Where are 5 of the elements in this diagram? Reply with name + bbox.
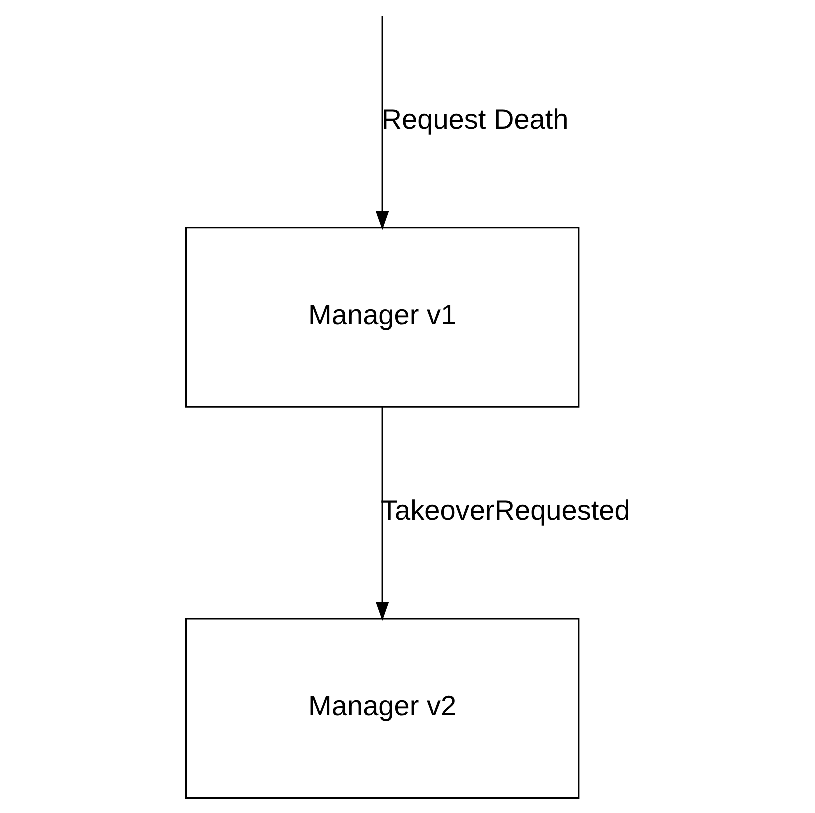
edge-label: Request Death: [382, 104, 569, 135]
arrow: [376, 16, 390, 230]
arrow: [376, 407, 390, 622]
node-box: Manager v1: [185, 227, 580, 408]
node-box: Manager v2: [185, 618, 580, 799]
